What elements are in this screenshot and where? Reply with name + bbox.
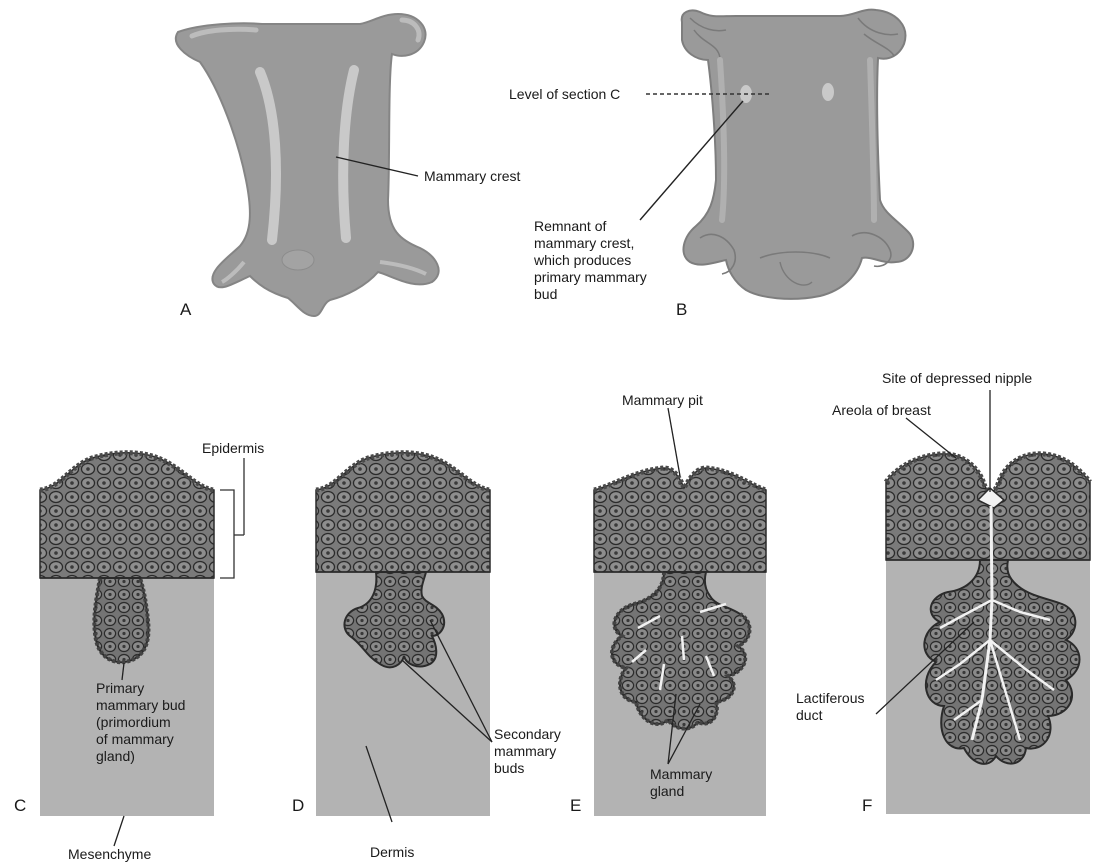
epidermis-bracket [220,490,234,578]
leader-mesenchyme [114,816,124,846]
leader-areola [906,418,956,458]
panel-letter-e: E [570,796,581,816]
section-c [40,453,244,846]
leader-mammary-pit [668,408,680,476]
label-areola-of-breast: Areola of breast [832,402,931,419]
panel-letter-f: F [862,796,872,816]
crest-remnant-right [822,83,834,101]
section-d [316,453,492,822]
panel-letter-d: D [292,796,304,816]
label-remnant-mammary-crest: Remnant of mammary crest, which produces… [534,218,647,303]
label-site-of-depressed-nipple: Site of depressed nipple [882,370,1032,387]
label-lactiferous-duct: Lactiferous duct [796,690,864,724]
panel-letter-b: B [676,300,687,320]
section-f [876,390,1090,814]
label-mammary-gland: Mammary gland [650,766,712,800]
label-primary-mammary-bud: Primary mammary bud (primordium of mamma… [96,680,185,765]
panel-letter-a: A [180,300,191,320]
label-epidermis: Epidermis [202,440,264,457]
embryo-a [176,14,439,316]
section-e [594,408,766,816]
label-secondary-mammary-buds: Secondary mammary buds [494,726,561,777]
label-mammary-pit: Mammary pit [622,392,703,409]
label-mesenchyme: Mesenchyme [68,846,151,863]
panel-letter-c: C [14,796,26,816]
label-mammary-crest: Mammary crest [424,168,520,185]
label-dermis: Dermis [370,844,414,861]
embryo-b [640,10,913,299]
label-level-of-section-c: Level of section C [509,86,620,103]
